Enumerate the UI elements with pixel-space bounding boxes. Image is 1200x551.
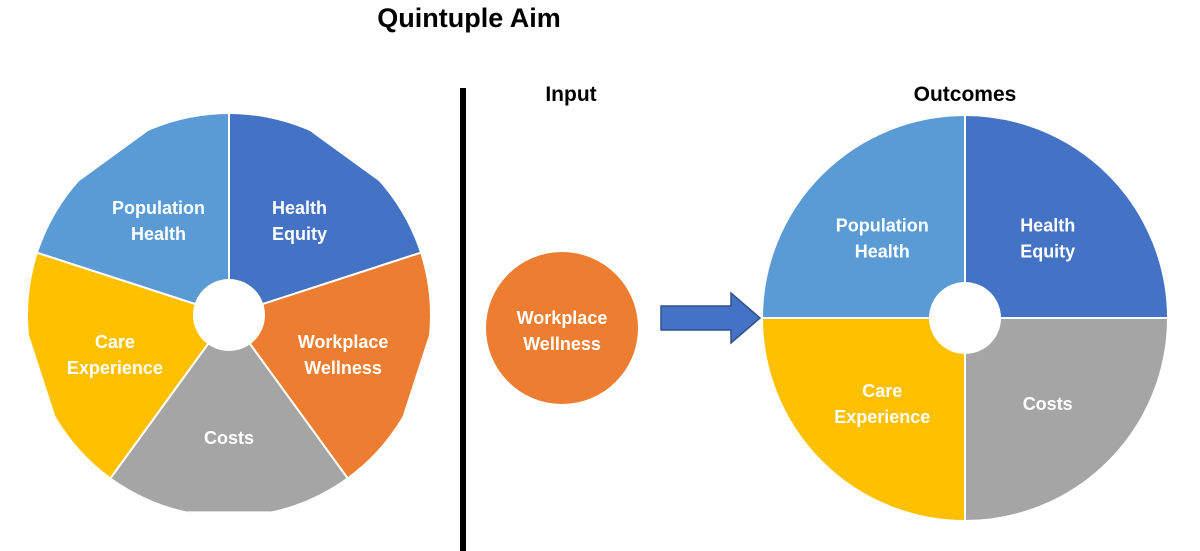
outcomes-wheel-center-hole <box>929 282 1001 354</box>
outcomes-heading: Outcomes <box>914 83 1017 106</box>
left-label-costs: Costs <box>204 428 254 448</box>
outcome-segment-population-health <box>760 113 966 319</box>
outcome-label-costs: Costs <box>1023 394 1073 414</box>
input-circle <box>486 252 638 404</box>
outcome-segment-health-equity <box>964 113 1170 319</box>
left-segment-population-health <box>28 114 230 317</box>
outcome-segment-costs <box>964 317 1170 523</box>
left-wheel-center-hole <box>193 279 265 351</box>
right-arrow-icon <box>660 291 762 345</box>
outcome-segment-care-experience <box>760 317 966 523</box>
input-heading: Input <box>545 83 596 106</box>
page-title: Quintuple Aim <box>377 3 561 33</box>
